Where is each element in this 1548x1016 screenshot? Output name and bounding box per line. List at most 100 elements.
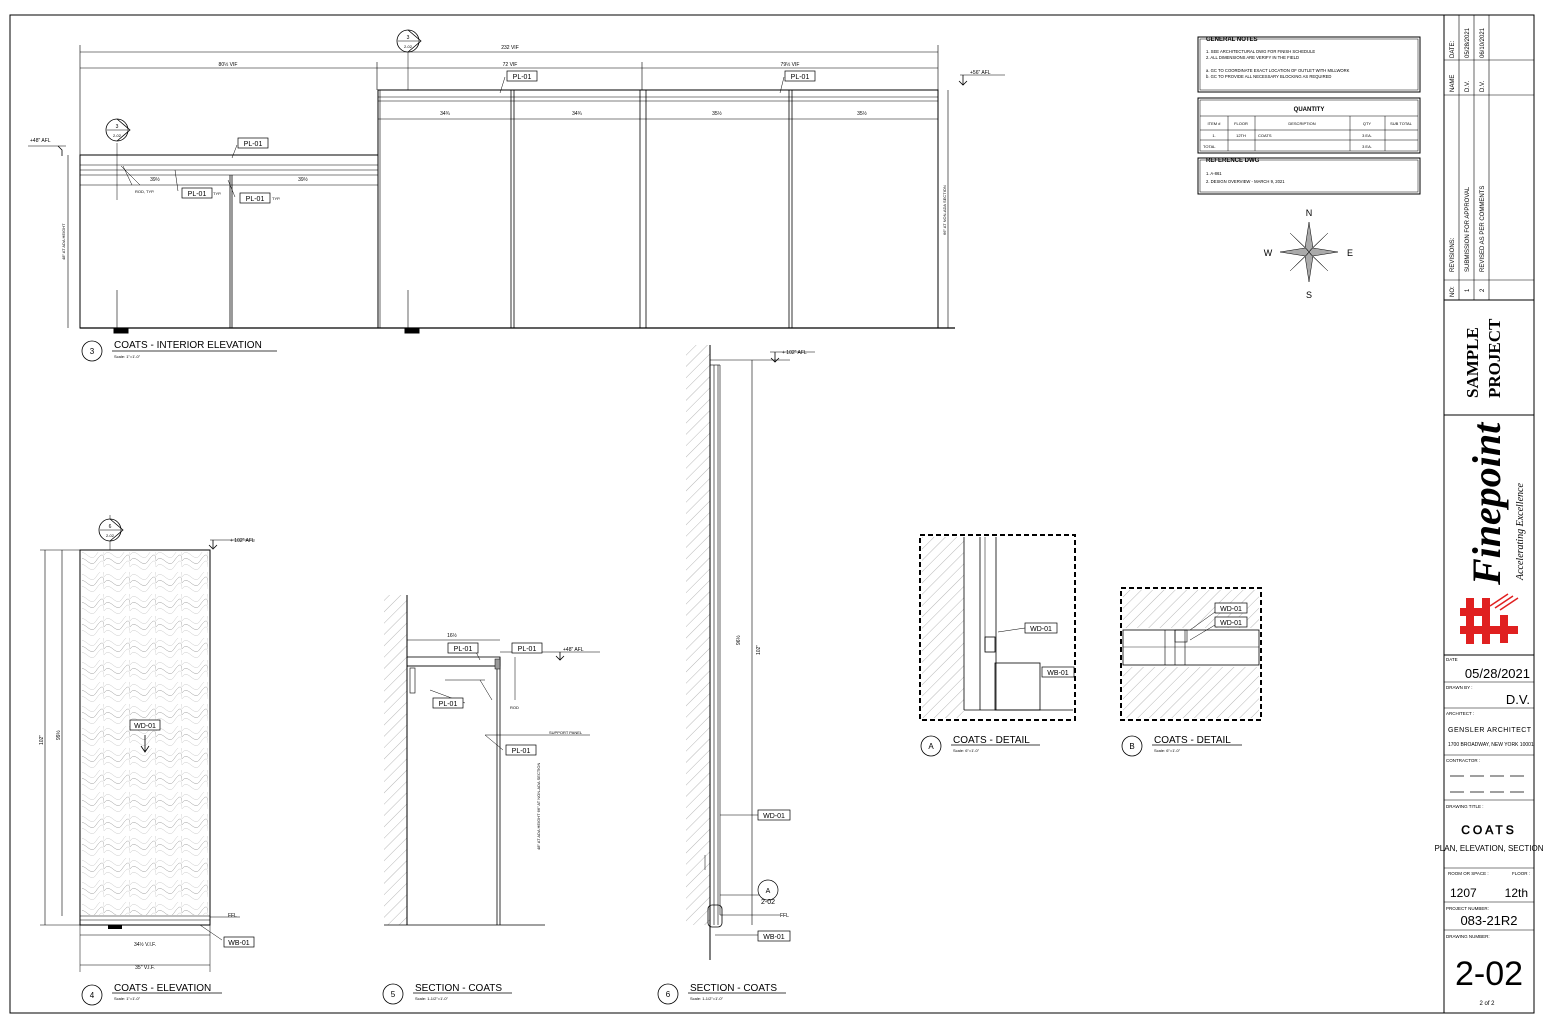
svg-text:1. SEE ARCHITECTURAL DWG FOR: 1. SEE ARCHITECTURAL DWG FOR FINISH SCHE… (1206, 49, 1315, 54)
company-tagline: Accelerating Excellence (1515, 483, 1526, 581)
svg-text:083-21R2: 083-21R2 (1460, 913, 1517, 928)
svg-text:QTY: QTY (1363, 121, 1372, 126)
svg-text:PL-01: PL-01 (791, 74, 810, 81)
tag-pl01-v5b: PL-01 (511, 642, 543, 654)
svg-text:Scale: 1"=1'-0": Scale: 1"=1'-0" (114, 354, 141, 359)
svg-text:E: E (1347, 248, 1353, 258)
svg-text:WB-01: WB-01 (763, 934, 785, 941)
svg-text:+56" AFL: +56" AFL (970, 70, 991, 76)
view-4-elevation (40, 515, 255, 972)
detail-B (1120, 587, 1262, 721)
svg-text:+48" AFL: +48" AFL (30, 138, 51, 144)
svg-text:FLOOR: FLOOR (1234, 121, 1248, 126)
svg-text:WD-01: WD-01 (763, 813, 785, 820)
view-5-section (384, 595, 600, 926)
svg-text:ITEM #: ITEM # (1208, 121, 1222, 126)
svg-text:COATS - DETAIL: COATS - DETAIL (953, 735, 1030, 746)
svg-text:35½: 35½ (712, 110, 723, 117)
svg-text:PL-01: PL-01 (188, 191, 207, 198)
svg-text:35½: 35½ (857, 110, 868, 117)
svg-text:PL-01: PL-01 (244, 141, 263, 148)
svg-text:1.: 1. (1212, 133, 1215, 138)
north-arrow-compass: N S W E (1264, 208, 1353, 300)
tag-pl01-v5d: PL-01 (505, 744, 537, 756)
svg-text:PL-01: PL-01 (246, 196, 265, 203)
svg-text:SUBMISSION FOR APPROVAL: SUBMISSION FOR APPROVAL (1465, 186, 1471, 272)
svg-text:3 EA.: 3 EA. (1362, 144, 1372, 149)
section-marker-view3-left: 3 2-02 (105, 118, 131, 142)
dim-232: 232 VIF (501, 45, 519, 51)
tag-wd01-v6: WD-01 (757, 809, 791, 821)
svg-text:12th: 12th (1505, 886, 1528, 900)
svg-text:SUPPORT PANEL: SUPPORT PANEL (549, 730, 583, 735)
svg-text:39½: 39½ (150, 176, 161, 183)
tag-wd01-B1: WD-01 (1214, 602, 1248, 614)
tag-wb01-v6: WB-01 (757, 930, 791, 942)
svg-text:Scale: 6"=1'-0": Scale: 6"=1'-0" (1154, 748, 1181, 753)
svg-text:FFL: FFL (228, 913, 237, 919)
svg-text:ARCHITECT :: ARCHITECT : (1446, 711, 1474, 716)
svg-text:05/28/2021: 05/28/2021 (1465, 27, 1471, 58)
svg-text:W: W (1264, 248, 1273, 258)
svg-text:12TH: 12TH (1236, 133, 1246, 138)
svg-text:66" AT NON-ADA SECTION: 66" AT NON-ADA SECTION (942, 185, 947, 235)
svg-text:TYP.: TYP. (272, 196, 280, 201)
drawing-title-1: COATS (1461, 823, 1516, 837)
svg-text:ROD, TYP.: ROD, TYP. (135, 189, 154, 194)
tag-wd01-v4: WD-01 (129, 719, 161, 731)
svg-text:WD-01: WD-01 (1030, 626, 1052, 633)
svg-text:ROD: ROD (510, 705, 519, 710)
tag-wd01-B2: WD-01 (1214, 616, 1248, 628)
svg-text:COATS - INTERIOR ELEVATION: COATS - INTERIOR ELEVATION (114, 340, 262, 351)
svg-text:3: 3 (90, 347, 95, 356)
tag-pl01-a: PL-01 (237, 137, 269, 149)
svg-text:REFERENCE DWG: REFERENCE DWG (1206, 158, 1260, 164)
svg-text:COATS - ELEVATION: COATS - ELEVATION (114, 983, 211, 994)
svg-text:34¾: 34¾ (572, 111, 583, 117)
svg-text:COATS: COATS (1258, 133, 1272, 138)
svg-text:QUANTITY: QUANTITY (1294, 107, 1325, 113)
svg-text:D.V.: D.V. (1506, 692, 1530, 707)
detailB-title: B COATS - DETAIL Scale: 6"=1'-0" (1121, 735, 1242, 757)
view4-title: 4 COATS - ELEVATION Scale: 1"=1'-0" (81, 983, 222, 1006)
svg-text:WD-01: WD-01 (1220, 620, 1242, 627)
svg-text:N: N (1306, 208, 1313, 218)
drawing-number: 2-02 (1455, 955, 1523, 993)
section-marker-view3-top: 3 2-02 (396, 29, 422, 53)
svg-text:48" AT ADA HEIGHT: 48" AT ADA HEIGHT (61, 223, 66, 260)
svg-text:DATE: DATE (1446, 657, 1458, 662)
svg-text:1. A-861: 1. A-861 (1206, 171, 1222, 176)
marker-num: 3 (116, 124, 119, 130)
view-3-interior-elevation (28, 45, 1005, 334)
svg-text:SECTION - COATS: SECTION - COATS (690, 983, 777, 994)
svg-text:16½: 16½ (447, 632, 458, 639)
sheet-border (9, 14, 1535, 1014)
tag-pl01-d: PL-01 (506, 70, 538, 82)
svg-text:3 EA.: 3 EA. (1362, 133, 1372, 138)
marker-sheet: 2-02 (113, 133, 122, 138)
svg-text:06/10/2021: 06/10/2021 (1480, 27, 1486, 58)
svg-text:6: 6 (109, 524, 112, 530)
svg-text:5: 5 (391, 990, 396, 999)
title-block (1443, 15, 1534, 1013)
svg-text:102": 102" (756, 645, 762, 655)
svg-text:1207: 1207 (1450, 886, 1477, 900)
detail-A (919, 534, 1076, 721)
svg-text:WD-01: WD-01 (134, 723, 156, 730)
project-name-1: SAMPLE (1463, 327, 1482, 398)
svg-text:1: 1 (1465, 288, 1471, 292)
svg-text:48" AT ADA HEIGHT 66" AT NON-: 48" AT ADA HEIGHT 66" AT NON-ADA SECTION (536, 763, 541, 850)
svg-text:WB-01: WB-01 (228, 940, 250, 947)
svg-text:DESCRIPTION: DESCRIPTION (1288, 121, 1315, 126)
svg-text:2-02: 2-02 (404, 44, 413, 49)
svg-text:NO:: NO: (1450, 286, 1456, 297)
svg-text:WD-01: WD-01 (1220, 606, 1242, 613)
svg-text:Scale: 1-1/2"=1'-0": Scale: 1-1/2"=1'-0" (415, 996, 449, 1001)
view3-title: 3 COATS - INTERIOR ELEVATION Scale: 1"=1… (81, 340, 277, 362)
svg-text:PLAN, ELEVATION, SECTION: PLAN, ELEVATION, SECTION (1434, 844, 1543, 853)
svg-text:DATE:: DATE: (1450, 40, 1456, 58)
callout-A-v6: A 2-02 (757, 879, 779, 906)
svg-text:NAME: NAME (1450, 75, 1456, 92)
svg-text:2. DESIGN OVERVIEW - MARCH 9,: 2. DESIGN OVERVIEW - MARCH 9, 2021 (1206, 179, 1285, 184)
tag-pl01-v5c: PL-01 (432, 697, 464, 709)
